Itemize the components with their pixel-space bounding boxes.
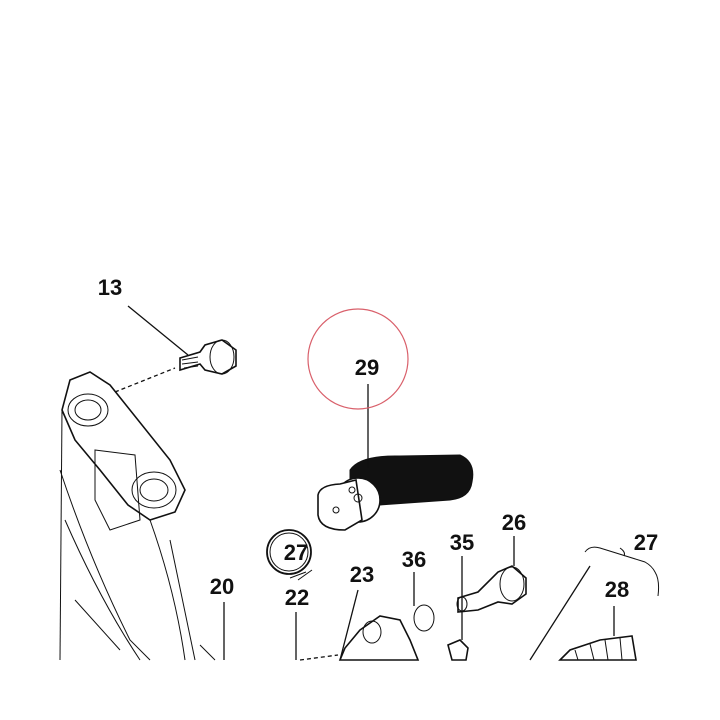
callout-28: 28 (604, 577, 630, 602)
leader-13 (127, 305, 189, 356)
leader-23 (339, 589, 359, 661)
callout-35: 35 (449, 530, 475, 555)
part-36-ring (413, 572, 435, 632)
callout-23: 23 (349, 562, 375, 587)
callout-29: 29 (354, 355, 380, 380)
part-27-28-group (529, 546, 660, 661)
part-23-lever (299, 589, 420, 661)
frame-bracket (59, 371, 216, 661)
callout-20: 20 (209, 574, 235, 599)
highlight-circle-29 (307, 308, 409, 410)
leader-27-bracket (529, 565, 591, 661)
part-26-pin (456, 536, 527, 613)
callout-27-bracket: 27 (633, 530, 659, 555)
part-29-grip (307, 308, 474, 531)
part-27-circled-ref (266, 529, 313, 581)
callout-36: 36 (401, 547, 427, 572)
callout-22: 22 (284, 585, 310, 610)
part-35-screw (447, 556, 469, 661)
callout-26: 26 (501, 510, 527, 535)
callout-27-circled: 27 (283, 540, 309, 565)
part-13-bolt (114, 305, 237, 393)
callout-13: 13 (97, 275, 123, 300)
